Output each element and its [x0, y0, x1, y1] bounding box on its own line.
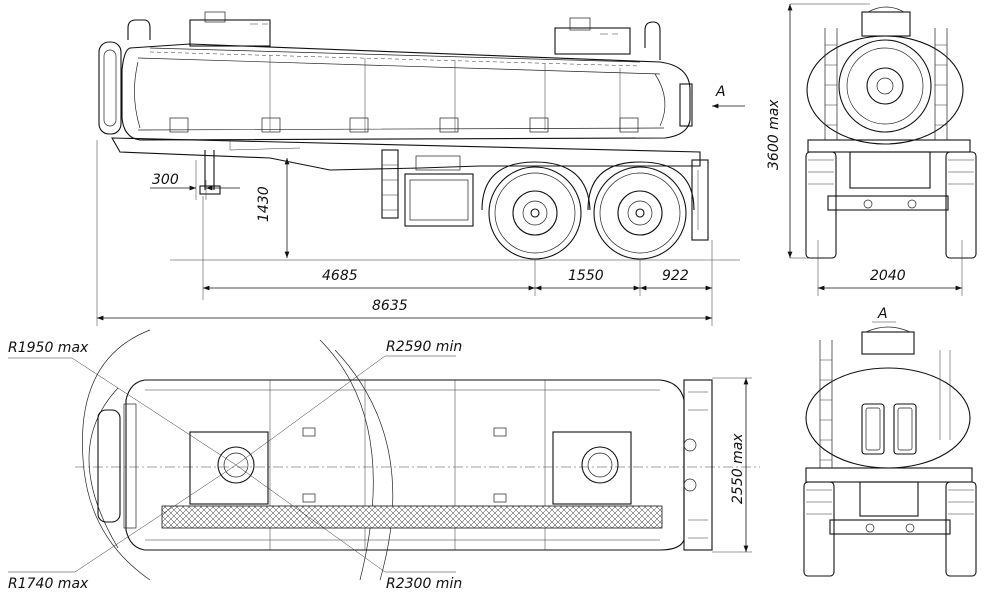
chassis-frame [111, 137, 701, 171]
wheel-2-side [593, 166, 687, 260]
spare-wheel-rear [838, 39, 932, 133]
dim-300-label: 300 [152, 172, 179, 188]
dim-922-label: 922 [662, 268, 689, 284]
front-wheel-right [945, 481, 977, 577]
dim-8635-label: 8635 [372, 298, 408, 314]
dim-2550-label: 2550 max [730, 433, 746, 504]
view-a-arrow-label: A [715, 84, 726, 100]
radius-r2300-label: R2300 min [386, 576, 462, 592]
tank-front [805, 367, 971, 469]
dim-1550-label: 1550 [568, 268, 604, 284]
tank-side [121, 43, 691, 141]
view-a: A [803, 306, 977, 577]
wheel-1-side [488, 166, 582, 260]
rear-dimensions: 3600 max 2040 [766, 3, 963, 296]
spare-wheel-side [98, 41, 122, 135]
front-wheel-left [803, 481, 835, 577]
dome-rear [554, 27, 631, 55]
radius-r1740-label: R1740 max [8, 576, 89, 592]
top-dimensions: 2550 max R1950 max R2590 min R1740 max R… [8, 339, 752, 592]
tank-rear [806, 35, 964, 145]
view-a-title: A [877, 306, 888, 322]
landing-gear [204, 150, 215, 190]
rear-wheel-left [805, 151, 837, 259]
toolbox [404, 173, 474, 227]
tank-top [125, 379, 685, 551]
rear-wheel-right [945, 151, 977, 259]
radius-r1950-label: R1950 max [8, 340, 89, 356]
dim-1430-label: 1430 [256, 186, 272, 222]
manhole-rear [552, 431, 632, 505]
dim-3600-label: 3600 max [766, 99, 782, 170]
walkway-grating [161, 505, 663, 529]
side-view [98, 11, 709, 260]
manhole-front [189, 431, 269, 505]
dim-2040-label: 2040 [870, 268, 906, 284]
rear-view [805, 6, 977, 259]
dim-4685-label: 4685 [322, 268, 358, 284]
dome-front [189, 19, 271, 47]
side-dimensions: 300 1430 4685 1550 922 8635 A [96, 84, 745, 326]
radius-r2590-label: R2590 min [386, 339, 462, 355]
top-view [75, 329, 760, 581]
